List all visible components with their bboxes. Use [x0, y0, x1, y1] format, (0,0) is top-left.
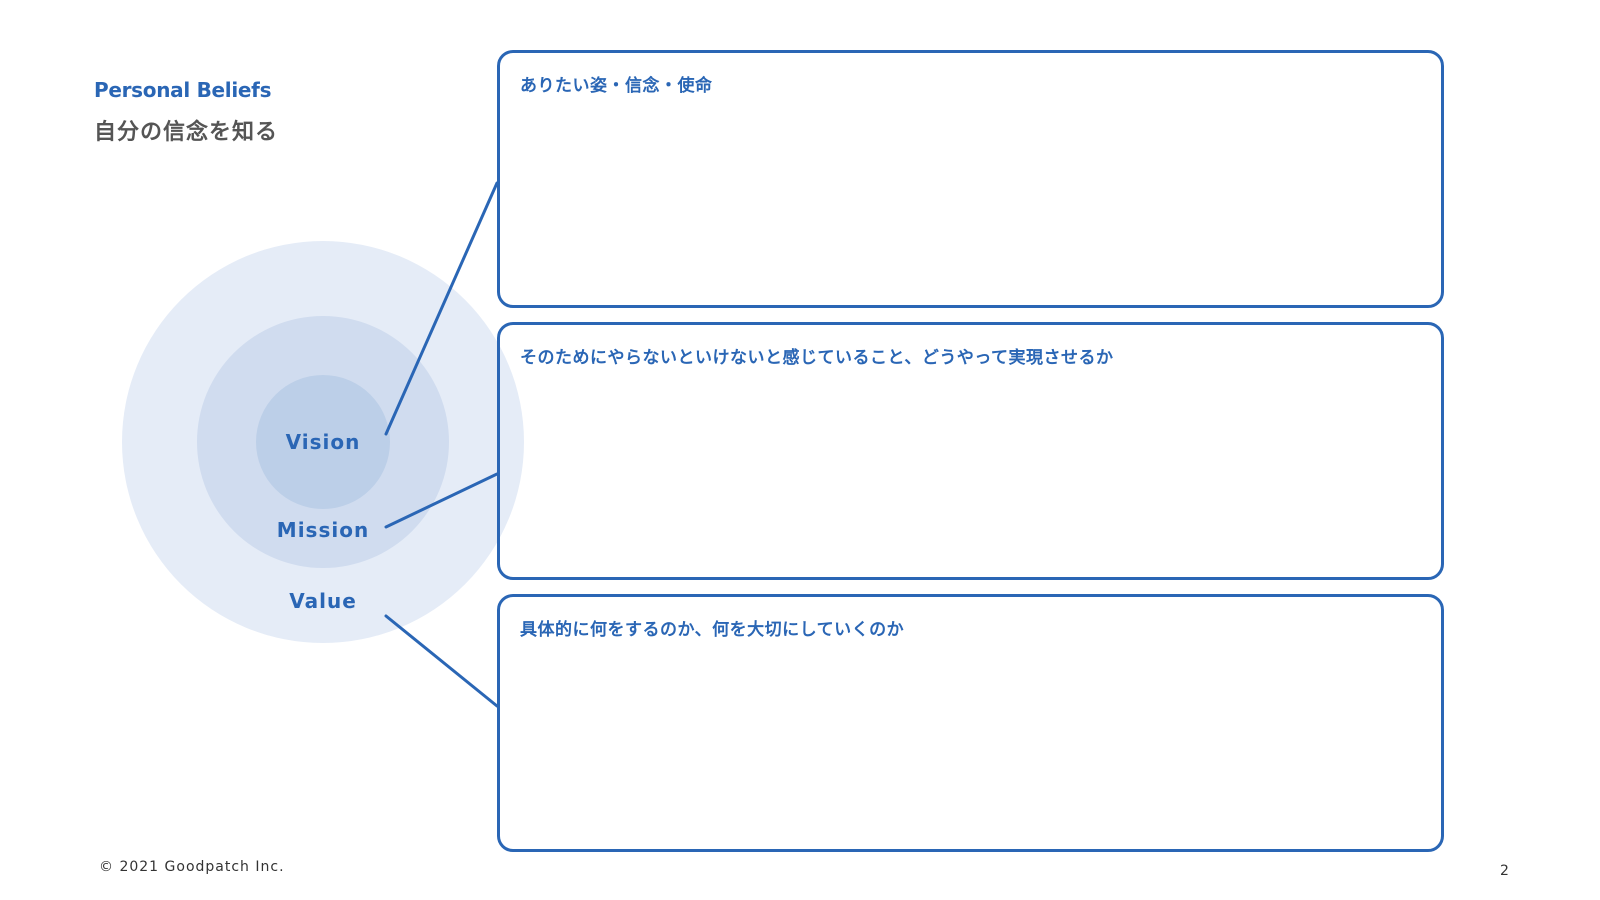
vision-box-input[interactable]: [520, 109, 1421, 289]
vision-box: ありたい姿・信念・使命: [497, 50, 1444, 308]
mission-box-input[interactable]: [520, 381, 1421, 561]
footer-copyright: © 2021 Goodpatch Inc.: [99, 859, 285, 875]
value-label: Value: [289, 589, 357, 613]
vision-label: Vision: [285, 430, 361, 454]
value-box-heading: 具体的に何をするのか、何を大切にしていくのか: [520, 620, 905, 640]
vision-circle: [256, 375, 390, 509]
mission-box-heading: そのためにやらないといけないと感じていること、どうやって実現させるか: [520, 348, 1114, 368]
vision-connector: [384, 181, 499, 436]
page-label: Personal Beliefs: [94, 78, 272, 102]
value-box-input[interactable]: [520, 653, 1421, 833]
page-number: 2: [1500, 863, 1509, 879]
vision-box-heading: ありたい姿・信念・使命: [520, 76, 713, 96]
value-box: 具体的に何をするのか、何を大切にしていくのか: [497, 594, 1444, 852]
mission-label: Mission: [276, 518, 370, 542]
mission-connector: [384, 472, 499, 529]
page-title: 自分の信念を知る: [94, 120, 279, 145]
value-connector: [384, 614, 499, 708]
mission-box: そのためにやらないといけないと感じていること、どうやって実現させるか: [497, 322, 1444, 580]
